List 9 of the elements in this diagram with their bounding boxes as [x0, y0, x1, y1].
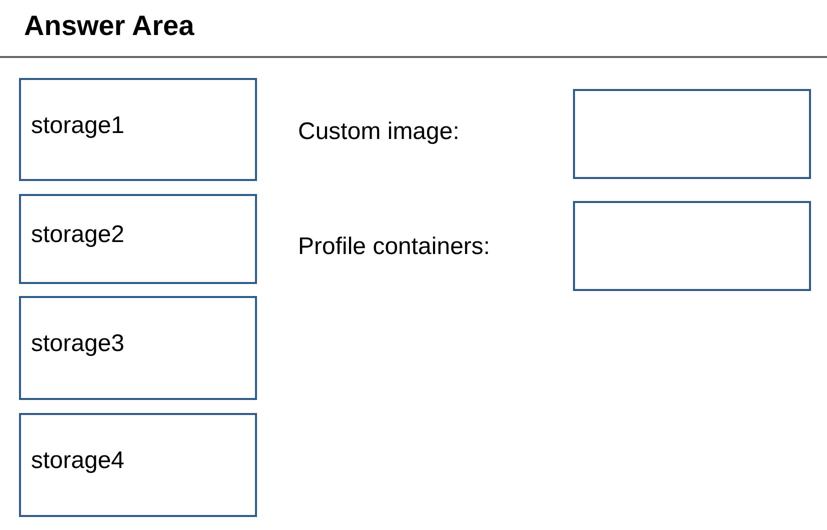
option-card: storage2: [19, 194, 257, 284]
answer-drop-box: [573, 89, 811, 179]
prompt-label: Profile containers:: [298, 233, 490, 261]
heading: Answer Area: [24, 10, 194, 42]
option-card: storage1: [19, 78, 257, 181]
option-card: storage4: [19, 413, 257, 517]
answer-drop-box: [573, 201, 811, 291]
option-card: storage3: [19, 296, 257, 400]
prompt-label: Custom image:: [298, 118, 460, 146]
